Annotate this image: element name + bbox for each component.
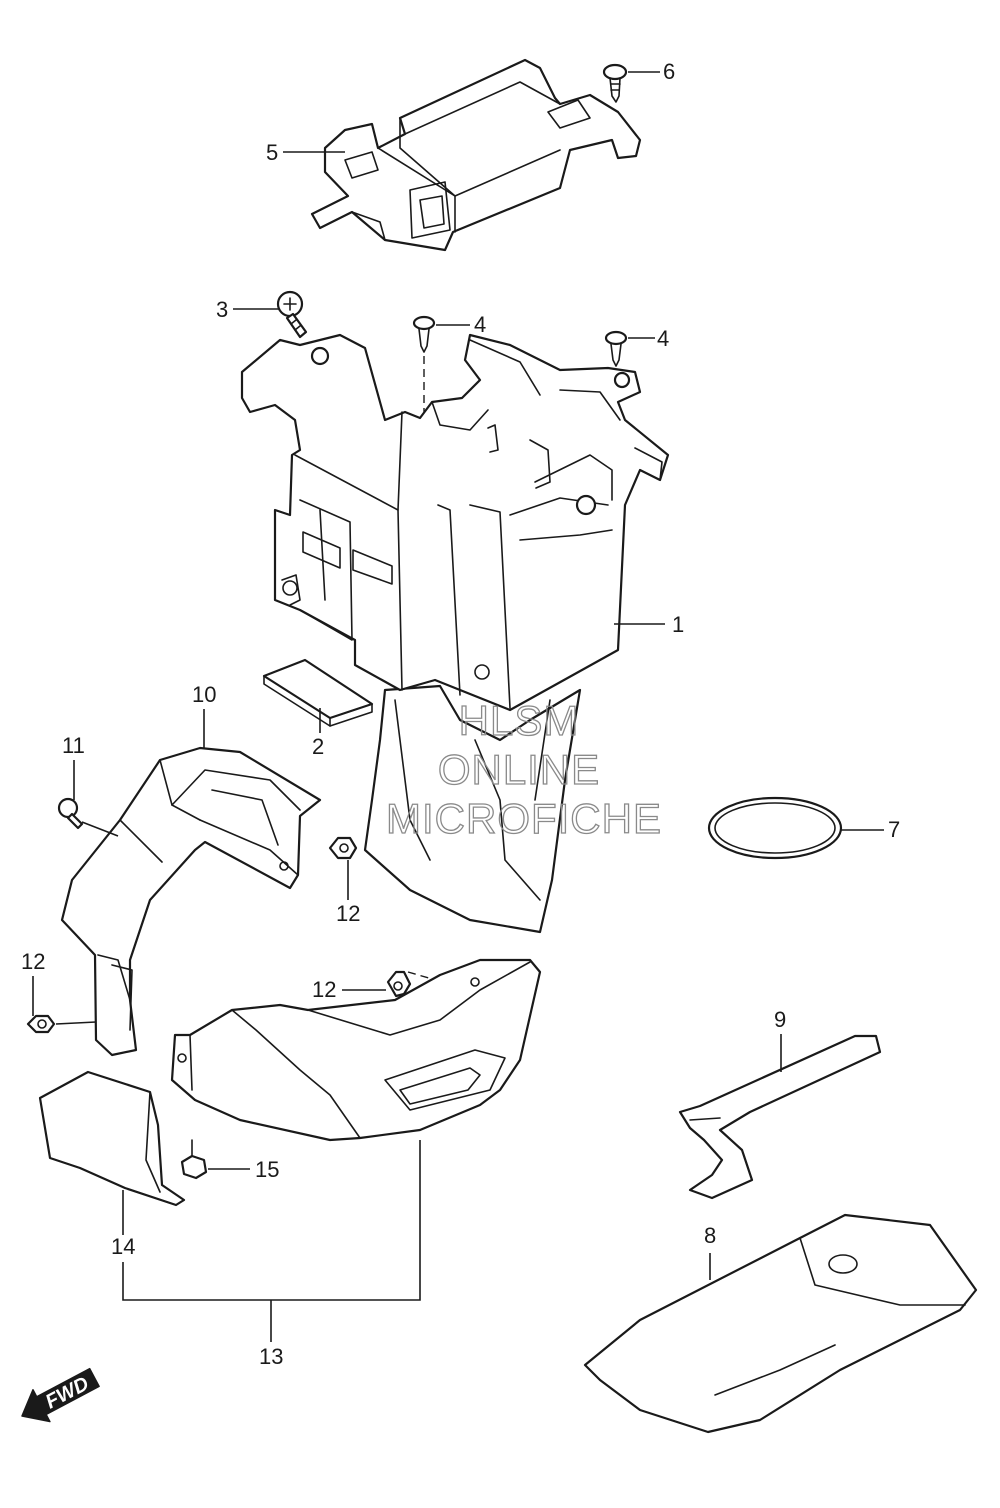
callout-13: 13 (259, 1344, 283, 1369)
watermark-line-3: MICROFICHE (386, 795, 662, 842)
callout-1: 1 (672, 612, 684, 637)
callout-5: 5 (266, 140, 278, 165)
watermark-line-1: HLSM (459, 697, 580, 744)
part-7-o-ring (707, 796, 843, 860)
part-3-bolt (276, 290, 308, 339)
callout-4-b: 4 (657, 326, 669, 351)
callout-11: 11 (62, 733, 85, 758)
callout-4-a: 4 (474, 312, 486, 337)
watermark: HLSM ONLINE MICROFICHE (385, 696, 662, 842)
part-12-clip-a (328, 836, 358, 860)
part-6-screw (602, 63, 628, 103)
part-13-under-cover (170, 958, 542, 1142)
lower-fender (363, 684, 582, 934)
part-4-screw-a (412, 315, 436, 420)
part-4-screw-b (604, 330, 628, 367)
part-9-spanner (678, 1034, 882, 1200)
callout-8: 8 (704, 1223, 716, 1248)
part-1-battery-box (240, 333, 670, 712)
callout-15: 15 (255, 1157, 279, 1182)
part-10-cover (60, 746, 322, 1057)
part-5-bracket (310, 58, 642, 252)
callouts: 1 2 3 4 4 5 6 7 8 9 10 11 12 12 12 13 14… (21, 59, 900, 1369)
part-14-small-cover (38, 1070, 186, 1207)
fwd-label: FWD (42, 1373, 93, 1414)
leader-lines (32, 71, 884, 1342)
callout-14: 14 (111, 1234, 135, 1259)
callout-3: 3 (216, 297, 228, 322)
callout-10: 10 (192, 682, 216, 707)
callout-2: 2 (312, 734, 324, 759)
part-12-clip-b (26, 1014, 56, 1034)
part-2-pad (262, 658, 374, 727)
watermark-line-2: ONLINE (438, 746, 600, 793)
part-15-bolt (180, 1139, 208, 1180)
part-11-screw (57, 797, 84, 830)
callout-12-a: 12 (336, 901, 360, 926)
callout-12-b: 12 (21, 949, 45, 974)
callout-12-c: 12 (312, 977, 336, 1002)
part-8-tool-bag (583, 1213, 978, 1434)
arrow-left-icon (21, 1367, 100, 1423)
callout-7: 7 (888, 817, 900, 842)
callout-9: 9 (774, 1007, 786, 1032)
fwd-arrow: FWD (21, 1367, 100, 1423)
callout-6: 6 (663, 59, 675, 84)
